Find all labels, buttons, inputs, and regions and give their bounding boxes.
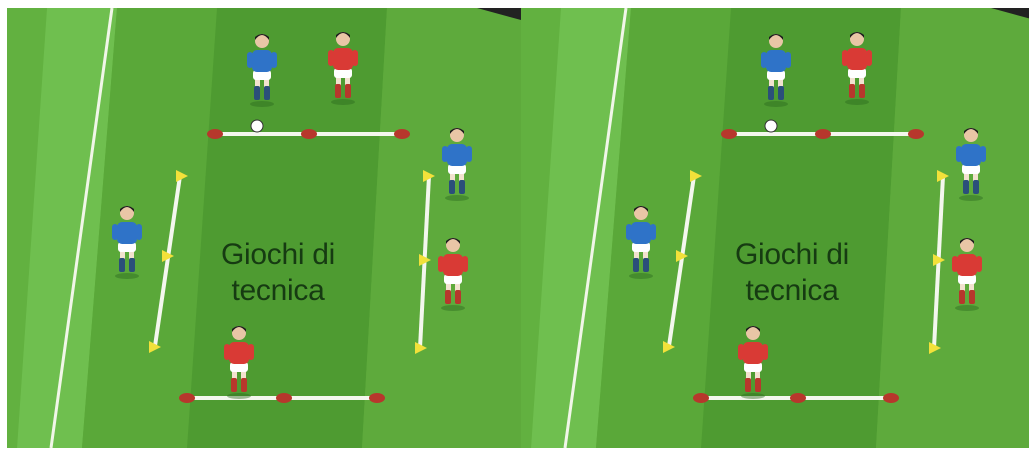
pitch-diagram — [521, 8, 1029, 448]
drill-title: Giochi di tecnica — [682, 237, 902, 309]
title-line-1: Giochi di — [682, 237, 902, 273]
title-line-1: Giochi di — [168, 237, 388, 273]
title-line-2: tecnica — [682, 273, 902, 309]
drill-panel-left: Giochi di tecnica — [7, 8, 521, 448]
pitch-diagram — [7, 8, 521, 448]
title-line-2: tecnica — [168, 273, 388, 309]
drill-title: Giochi di tecnica — [168, 237, 388, 309]
drill-panel-right: Giochi di tecnica — [521, 8, 1029, 448]
